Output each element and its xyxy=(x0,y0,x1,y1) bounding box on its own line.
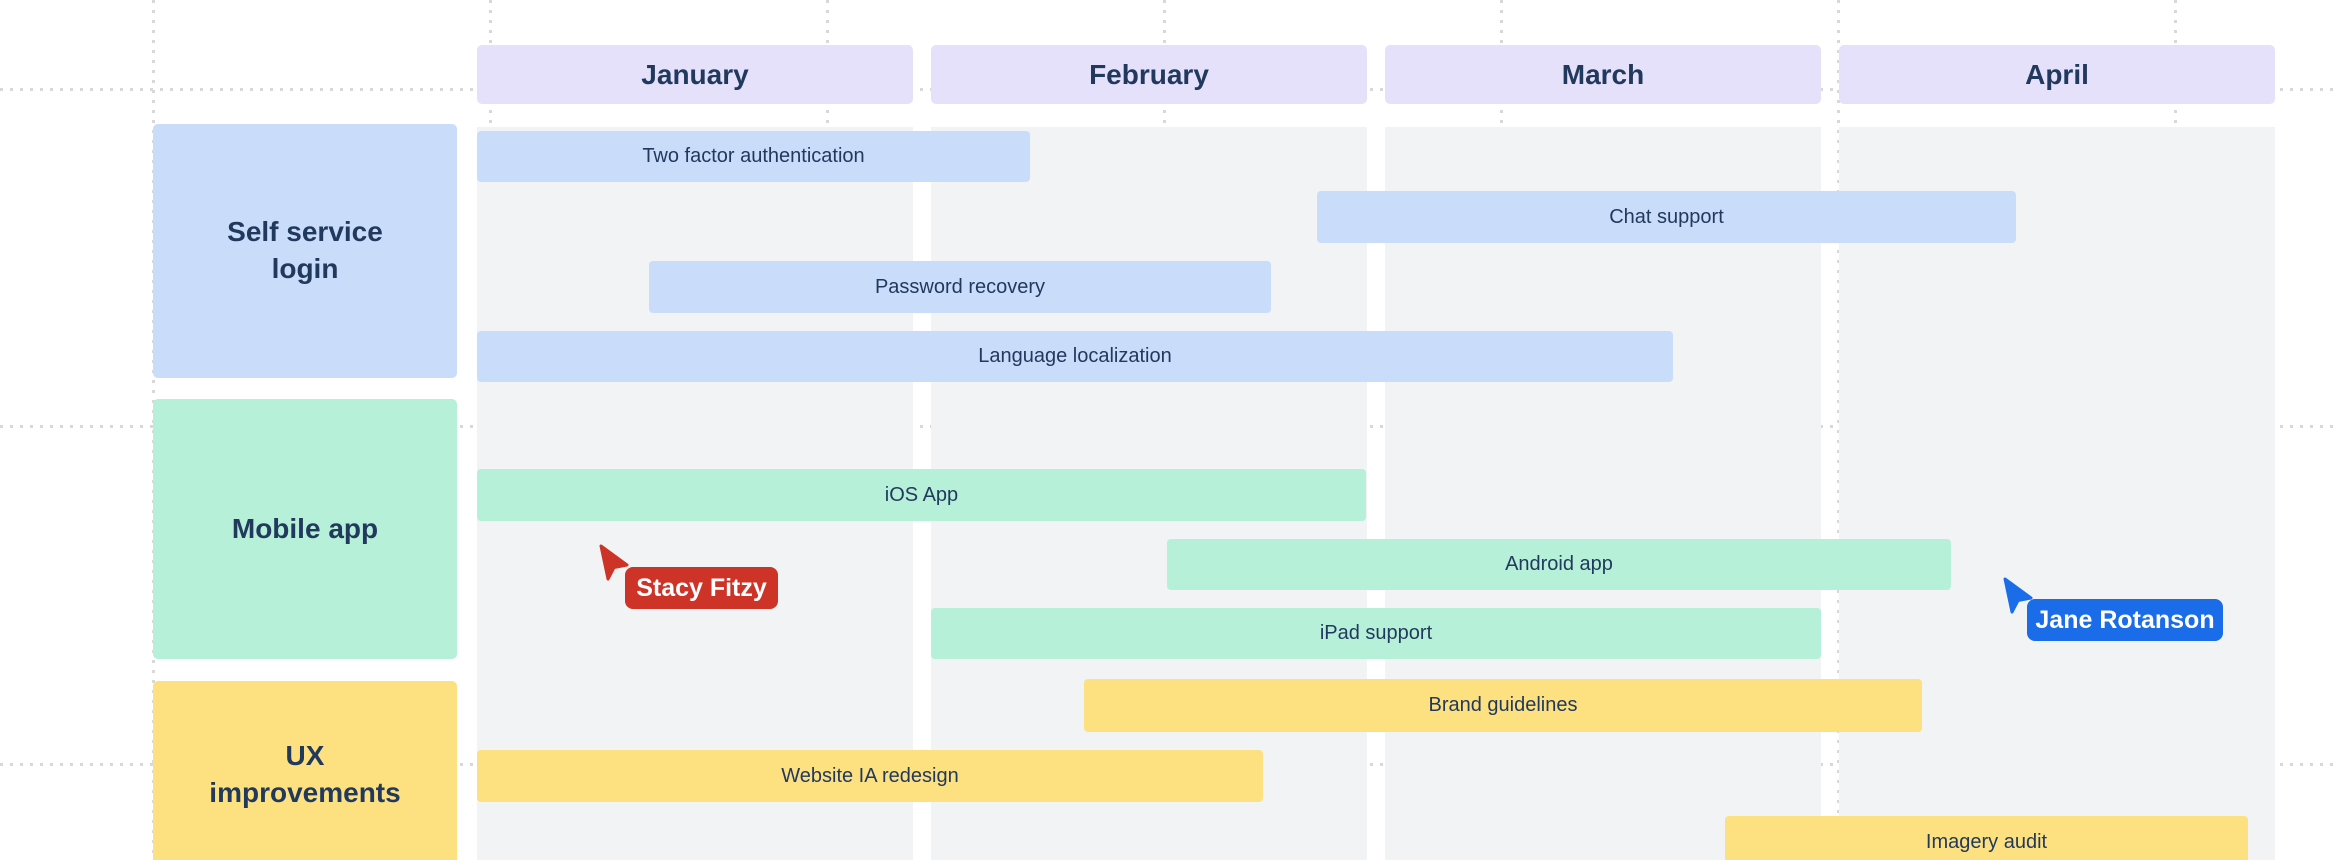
month-header-january[interactable]: January xyxy=(477,45,913,104)
task-bar-imagery-audit[interactable]: Imagery audit xyxy=(1725,816,2248,860)
task-bar-chat-support[interactable]: Chat support xyxy=(1317,191,2016,243)
task-bar-password-recovery[interactable]: Password recovery xyxy=(649,261,1271,313)
task-bar-two-factor-authentication[interactable]: Two factor authentication xyxy=(477,131,1030,182)
task-bar-website-ia-redesign[interactable]: Website IA redesign xyxy=(477,750,1263,802)
month-column-april xyxy=(1839,127,2275,860)
cursor-pointer-icon xyxy=(598,543,642,587)
cursor-name-tag: Stacy Fitzy xyxy=(625,567,778,609)
cursor-pointer-icon xyxy=(2002,576,2046,620)
task-bar-android-app[interactable]: Android app xyxy=(1167,539,1951,590)
month-column-march xyxy=(1385,127,1821,860)
group-label-mobile-app[interactable]: Mobile app xyxy=(153,399,457,659)
grid-line-vertical xyxy=(1837,0,1840,860)
task-bar-brand-guidelines[interactable]: Brand guidelines xyxy=(1084,679,1922,732)
group-label-self-service-login[interactable]: Self service login xyxy=(153,124,457,378)
task-bar-ipad-support[interactable]: iPad support xyxy=(931,608,1821,659)
month-header-april[interactable]: April xyxy=(1839,45,2275,104)
cursor-name-tag: Jane Rotanson xyxy=(2027,599,2223,641)
month-header-february[interactable]: February xyxy=(931,45,1367,104)
task-bar-language-localization[interactable]: Language localization xyxy=(477,331,1673,382)
group-label-ux-improvements[interactable]: UX improvements xyxy=(153,681,457,860)
task-bar-ios-app[interactable]: iOS App xyxy=(477,469,1366,521)
month-header-march[interactable]: March xyxy=(1385,45,1821,104)
